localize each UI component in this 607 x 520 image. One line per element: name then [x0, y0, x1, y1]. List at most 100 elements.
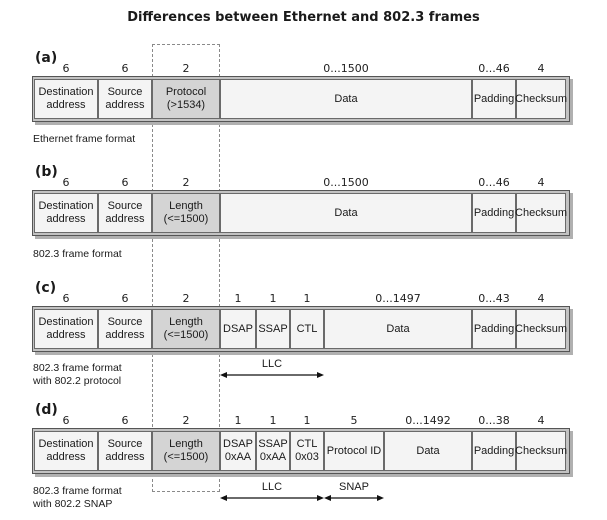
- field-text: address: [105, 329, 145, 341]
- byte-size-label: 4: [537, 176, 545, 189]
- field-text: 0x03: [295, 451, 319, 463]
- field-text: Padding: [473, 206, 515, 219]
- field-text: Checksum: [515, 92, 567, 105]
- frame-field: Checksum: [515, 79, 567, 119]
- field-text: Data: [334, 92, 358, 105]
- frame-field: Checksum: [515, 309, 567, 349]
- field-text: Source: [107, 316, 143, 328]
- field-text: Padding: [473, 92, 515, 105]
- byte-size-label: 6: [62, 292, 70, 305]
- field-text: Length: [169, 200, 203, 212]
- caption-line: with 802.2 SNAP: [33, 498, 113, 510]
- byte-size-label: 6: [121, 176, 129, 189]
- frame-field: Padding: [472, 431, 516, 471]
- field-text: Checksum: [515, 206, 567, 219]
- byte-size-label: 4: [537, 62, 545, 75]
- arrow-head: [317, 495, 324, 501]
- field-text: SSAP: [258, 438, 288, 450]
- byte-size-label: 0...1492: [405, 414, 451, 427]
- byte-size-label: 1: [234, 414, 242, 427]
- caption-line: 802.3 frame format: [33, 248, 122, 260]
- field-text: 0xAA: [259, 451, 287, 463]
- byte-size-label: 0...43: [478, 292, 510, 305]
- field-text: DSAP: [223, 322, 253, 335]
- field-text: Length: [169, 316, 203, 328]
- field-text: address: [46, 451, 86, 463]
- frame-caption: Ethernet frame format: [33, 133, 135, 146]
- frame-field: Length(<=1500): [152, 431, 220, 471]
- byte-size-label: 6: [62, 176, 70, 189]
- byte-size-label: 1: [269, 414, 277, 427]
- frame-field: DSAP: [220, 309, 256, 349]
- frame-field: Padding: [472, 193, 516, 233]
- byte-size-label: 5: [350, 414, 358, 427]
- field-text: (<=1500): [163, 329, 209, 341]
- field-text: Data: [416, 444, 440, 457]
- field-text: Destination: [38, 86, 94, 98]
- field-text: Source: [107, 86, 143, 98]
- arrow-head: [324, 495, 331, 501]
- byte-size-label: 1: [303, 292, 311, 305]
- bracket-label: LLC: [261, 481, 283, 493]
- field-text: Checksum: [515, 444, 567, 457]
- arrow-head: [377, 495, 384, 501]
- byte-size-label: 1: [269, 292, 277, 305]
- field-text: Source: [107, 438, 143, 450]
- byte-size-label: 1: [303, 414, 311, 427]
- field-text: (<=1500): [163, 451, 209, 463]
- field-text: address: [46, 99, 86, 111]
- frame-field: Data: [220, 193, 472, 233]
- bracket-label: LLC: [261, 358, 283, 370]
- field-text: SSAP: [258, 322, 288, 335]
- byte-size-label: 0...1500: [323, 176, 369, 189]
- frame-field: Data: [324, 309, 472, 349]
- arrow-head: [220, 372, 227, 378]
- frame-field: Length(<=1500): [152, 193, 220, 233]
- frame-field: Data: [384, 431, 472, 471]
- field-text: address: [105, 213, 145, 225]
- caption-line: with 802.2 protocol: [33, 375, 122, 387]
- frame-field: Checksum: [515, 193, 567, 233]
- byte-size-label: 6: [121, 62, 129, 75]
- arrow-head: [317, 372, 324, 378]
- byte-size-label: 2: [182, 62, 190, 75]
- frame-field: SSAP: [256, 309, 290, 349]
- arrow-head: [220, 495, 227, 501]
- field-text: DSAP: [223, 438, 253, 450]
- field-text: address: [105, 451, 145, 463]
- field-text: Destination: [38, 316, 94, 328]
- byte-size-label: 4: [537, 414, 545, 427]
- field-text: (>1534): [166, 99, 206, 111]
- byte-size-label: 6: [62, 62, 70, 75]
- field-text: (<=1500): [163, 213, 209, 225]
- section-label: (c): [35, 280, 57, 296]
- field-text: Destination: [38, 438, 94, 450]
- frame-field: Padding: [472, 79, 516, 119]
- frame-field: Protocol(>1534): [152, 79, 220, 119]
- field-text: Checksum: [515, 322, 567, 335]
- frame-field: Checksum: [515, 431, 567, 471]
- field-text: Data: [386, 322, 410, 335]
- field-text: Protocol ID: [326, 444, 382, 457]
- field-text: address: [46, 213, 86, 225]
- byte-size-label: 2: [182, 292, 190, 305]
- field-text: address: [46, 329, 86, 341]
- section-label: (d): [35, 402, 58, 418]
- frame-field: Length(<=1500): [152, 309, 220, 349]
- field-text: address: [105, 99, 145, 111]
- byte-size-label: 0...46: [478, 176, 510, 189]
- byte-size-label: 4: [537, 292, 545, 305]
- byte-size-label: 0...1497: [375, 292, 421, 305]
